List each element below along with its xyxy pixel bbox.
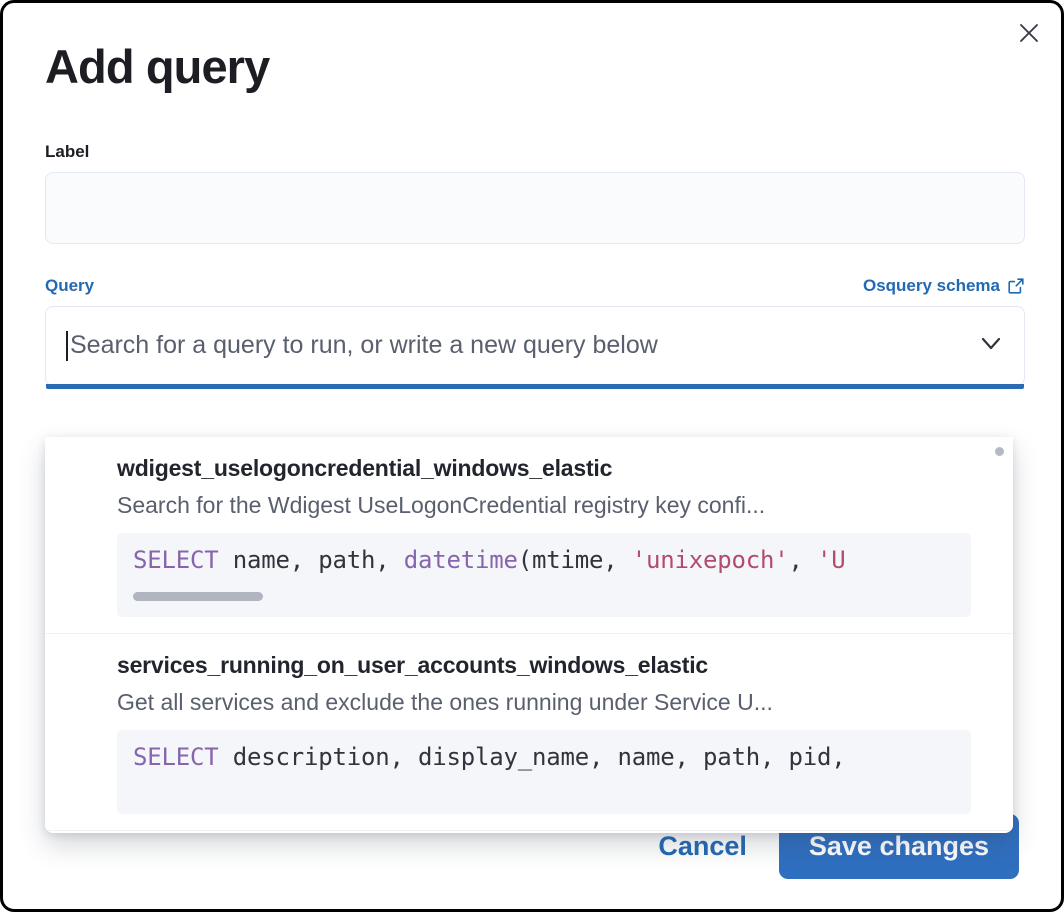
list-item[interactable]: wdigest_uselogoncredential_windows_elast… [45,437,1013,634]
page-title: Add query [45,40,270,93]
query-field-header: Query Osquery schema [45,276,1025,296]
list-item-title: wdigest_uselogoncredential_windows_elast… [117,455,613,481]
dropdown-list: wdigest_uselogoncredential_windows_elast… [45,437,1013,833]
code-horizontal-scrollbar[interactable] [133,592,263,601]
query-search-placeholder: Search for a query to run, or write a ne… [70,331,658,360]
list-item[interactable]: services_running_on_user_accounts_window… [45,634,1013,831]
sql-code-line: SELECT description, display_name, name, … [133,743,846,771]
close-icon[interactable] [1011,15,1047,51]
sql-code-block[interactable]: SELECT description, display_name, name, … [117,730,971,814]
list-item-description: Get all services and exclude the ones ru… [117,689,773,715]
query-field-label[interactable]: Query [45,275,95,295]
text-cursor [66,330,68,361]
query-suggestions-dropdown: wdigest_uselogoncredential_windows_elast… [45,437,1013,833]
cancel-button[interactable]: Cancel [652,821,753,872]
list-item-description: Search for the Wdigest UseLogonCredentia… [117,492,766,518]
label-input[interactable] [45,171,1025,244]
modal-body: Add query Label Query Osquery schema Sea… [3,3,1061,389]
label-field-label: Label [45,141,90,161]
sql-code-block[interactable]: SELECT name, path, datetime(mtime, 'unix… [117,533,971,617]
external-link-icon [1007,277,1025,295]
osquery-schema-link[interactable]: Osquery schema [863,276,1025,296]
list-item-title: services_running_on_user_accounts_window… [117,652,708,678]
dropdown-scrollbar-thumb[interactable] [995,447,1004,456]
sql-code-line: SELECT name, path, datetime(mtime, 'unix… [133,546,846,574]
chevron-down-icon[interactable] [976,328,1006,363]
osquery-schema-link-label: Osquery schema [862,275,1000,295]
query-search-combobox[interactable]: Search for a query to run, or write a ne… [45,305,1025,389]
